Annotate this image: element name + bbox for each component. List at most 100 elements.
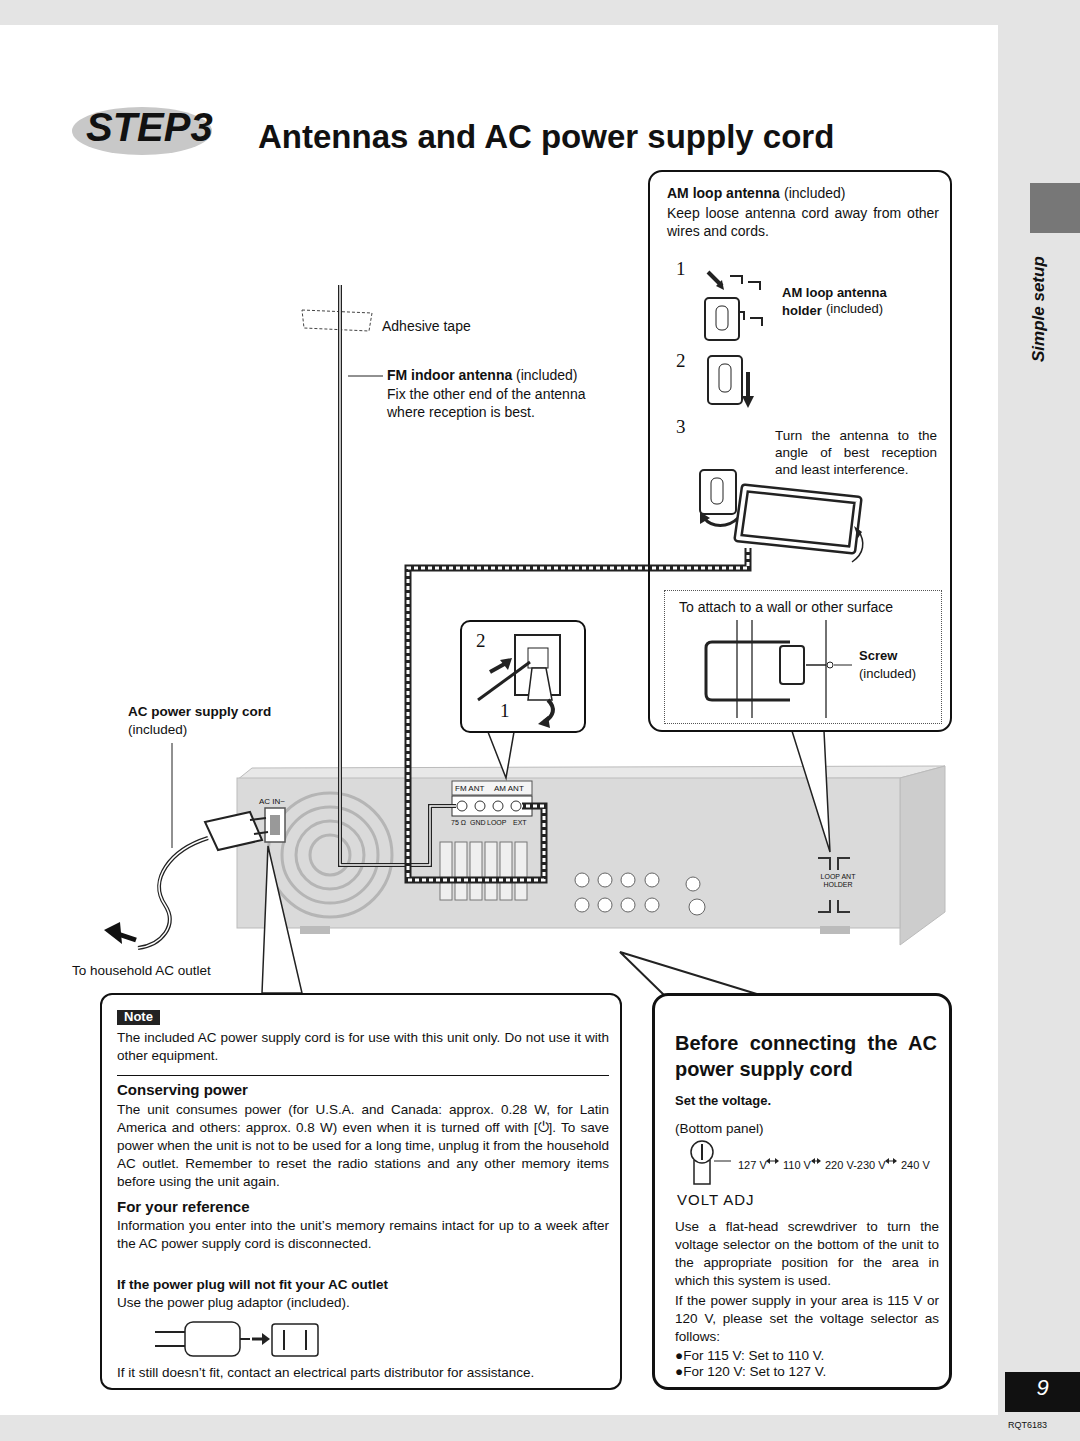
wall-mount-illustration — [780, 646, 804, 684]
terminal-callout-illustration — [528, 648, 548, 668]
voltage-selector — [691, 1141, 897, 1184]
node-text: Screw — [859, 649, 897, 664]
label: EXT — [513, 819, 527, 827]
plug-adaptor-illustration — [252, 1338, 262, 1341]
loop-antenna-steps — [738, 488, 858, 550]
unit-rear-panel — [598, 873, 612, 887]
callout-pointers — [262, 731, 830, 995]
plug-adaptor-illustration — [272, 1324, 318, 1356]
node-text: Turn the antenna to the angle of best re… — [775, 427, 937, 478]
node-text: Keep loose antenna cord away from other … — [667, 204, 939, 240]
am-antenna-wire — [408, 548, 748, 880]
callout-box: To attach to a wall or other surfaceScre… — [648, 170, 952, 732]
wall-mount-illustration — [827, 662, 833, 668]
node-text: VOLT ADJ — [677, 1191, 754, 1208]
node-text: ●For 115 V: Set to 110 V. — [675, 1348, 824, 1364]
plug-adaptor-illustration — [262, 1333, 270, 1345]
unit-rear-panel — [686, 877, 700, 891]
callout-pointers — [792, 731, 830, 852]
node-text: 220 V-230 V — [825, 1159, 886, 1172]
unit-rear-panel — [689, 899, 705, 915]
voltage-selector — [691, 1141, 713, 1163]
unit-rear-panel — [440, 842, 452, 900]
page-ground — [1005, 1372, 1080, 1412]
node-text: (included) — [826, 302, 883, 317]
voltage-selector — [817, 1158, 821, 1164]
unit-rear-panel — [575, 898, 589, 912]
node-text: Information you enter into the unit’s me… — [117, 1217, 609, 1253]
loop-antenna-steps — [738, 488, 858, 550]
unit-rear-panel — [268, 793, 392, 917]
wall-mount-illustration — [737, 620, 826, 718]
node-text: AM loop antenna — [667, 185, 780, 201]
loop-antenna-steps — [742, 396, 754, 408]
voltage-selector — [775, 1158, 779, 1164]
label: RQT6183 — [1008, 1420, 1047, 1430]
voltage-selector — [811, 1158, 815, 1164]
plug-adaptor-illustration — [155, 1332, 250, 1346]
wall-mount-illustration — [834, 665, 852, 666]
unit-rear-panel — [500, 842, 512, 900]
label: (included) — [516, 367, 577, 383]
plug-adaptor-illustration — [155, 1322, 318, 1356]
unit-rear-panel — [485, 842, 497, 900]
node-text: 2 — [476, 630, 486, 652]
node-text: 3 — [676, 416, 686, 438]
voltage-selector — [701, 1144, 703, 1160]
label: FM ANT — [455, 784, 484, 793]
unit-rear-panel — [645, 898, 659, 912]
node-text: 2 — [676, 350, 686, 372]
node-text: (included) — [859, 667, 916, 682]
unit-rear-panel — [511, 801, 521, 811]
label: 75 Ω — [451, 819, 466, 827]
loop-antenna-steps — [704, 518, 738, 526]
am-antenna-wire — [408, 548, 748, 880]
power-cord — [138, 838, 208, 948]
node-text: If it still doesn’t fit, contact an elec… — [117, 1365, 534, 1381]
unit-rear-panel — [310, 835, 350, 875]
unit-rear-panel — [455, 842, 467, 900]
wall-mount-illustration — [706, 642, 790, 700]
callout-pointers — [488, 732, 514, 778]
terminal-callout-illustration — [538, 716, 550, 728]
node-text: If the power plug will not fit your AC o… — [117, 1277, 388, 1293]
node-text: Use a flat-head screwdriver to turn the … — [675, 1218, 939, 1290]
unit-rear-panel — [515, 842, 527, 900]
label: 9 — [1005, 1375, 1080, 1400]
callout-pointers — [262, 846, 302, 993]
loop-antenna-steps — [708, 356, 742, 404]
node-text: Use the power plug adaptor (included). — [117, 1295, 350, 1311]
unit-rear-panel — [265, 808, 285, 842]
unit-rear-panel — [493, 801, 503, 811]
unit-rear-panel — [900, 766, 945, 945]
node-text: To attach to a wall or other surface — [679, 599, 893, 615]
plug-adaptor-illustration — [284, 1330, 306, 1350]
label: (included) — [128, 722, 187, 738]
loop-antenna-steps — [700, 470, 736, 514]
node-text: 110 V — [783, 1159, 811, 1172]
unit-rear-panel — [282, 807, 378, 903]
unit-rear-panel — [270, 815, 280, 835]
label: To household AC outlet — [72, 963, 211, 979]
terminal-callout-illustration — [528, 668, 552, 700]
power-cord — [104, 922, 122, 944]
fm-antenna-wire — [302, 310, 372, 331]
page-title: Antennas and AC power supply cord — [258, 118, 834, 156]
label: AC power supply cord — [128, 704, 271, 720]
unit-rear-panel — [452, 796, 532, 816]
unit-rear-panel — [237, 766, 945, 945]
voltage-selector — [694, 1160, 710, 1184]
loop-antenna-steps — [700, 512, 710, 524]
label: GND — [470, 819, 486, 827]
label: Simple setup — [1029, 256, 1049, 362]
unit-rear-panel — [237, 778, 900, 928]
wall-mount-illustration — [806, 664, 826, 666]
power-cord — [205, 812, 262, 850]
power-cord — [138, 838, 208, 948]
node-text: Conserving power — [117, 1075, 609, 1098]
loop-antenna-steps — [854, 526, 862, 538]
node-text: The included AC power supply cord is for… — [117, 1029, 609, 1065]
label: LOOP ANT HOLDER — [814, 873, 862, 889]
